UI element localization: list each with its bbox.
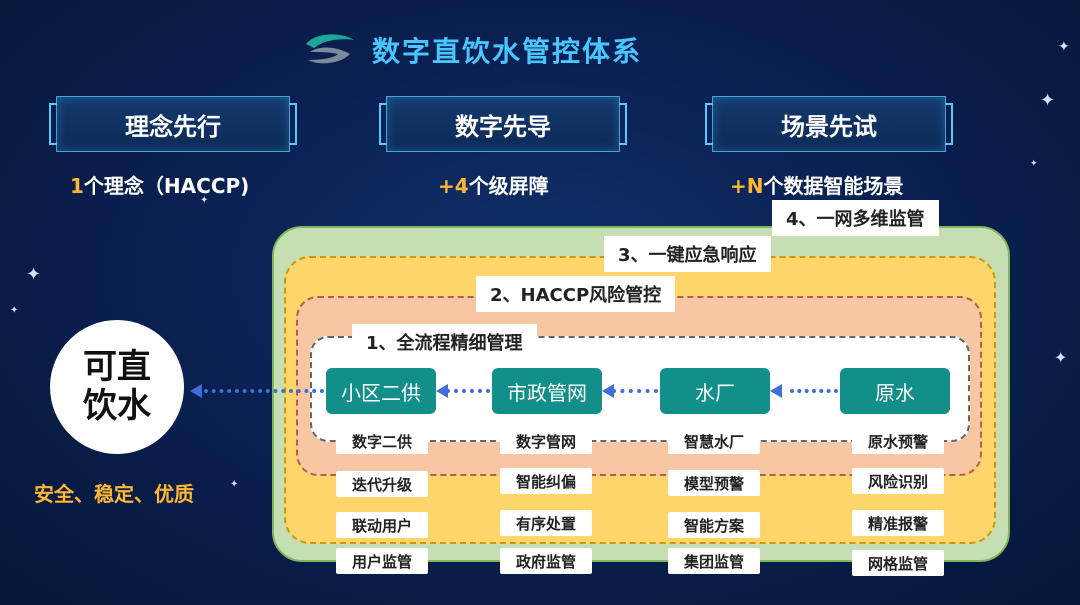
tag-item: 精准报警 [852,510,944,536]
star-icon: ✦ [26,264,42,285]
tag-item: 原水预警 [852,428,944,454]
zone-label-4: 4、一网多维监管 [772,200,939,236]
star-icon: ✦ [10,305,19,316]
tag-item: 网格监管 [852,550,944,576]
tag-item: 政府监管 [500,548,592,574]
star-icon: ✦ [1058,39,1070,55]
arrow-left-icon [190,384,202,398]
circle-line-2: 饮水 [83,386,151,426]
subtitle-text: 个数据智能场景 [763,174,904,198]
tag-item: 智能纠偏 [500,468,592,494]
star-icon: ✦ [1030,159,1038,169]
arrow-left-icon [436,384,448,398]
tag-item: 迭代升级 [336,471,428,497]
arrow-left-icon [602,384,614,398]
flow-arrow [204,389,324,393]
node-water-plant: 水厂 [660,368,770,414]
flow-arrow [790,389,838,393]
subtitle-text: 个级屏障 [468,174,549,198]
tag-item: 模型预警 [668,470,760,496]
circle-line-1: 可直 [83,346,151,387]
panel-digital: 数字先导 [379,96,627,152]
panel-scenario: 场景先试 [705,96,953,152]
panel-scenario-subtitle: +N个数据智能场景 [730,170,904,199]
tag-item: 风险识别 [852,468,944,494]
node-municipal-network: 市政管网 [492,368,602,414]
star-icon: ✦ [1054,348,1068,367]
highlight-number: +N [730,174,764,198]
panel-digital-subtitle: +4个级屏障 [438,170,549,199]
zone-label-1: 1、全流程精细管理 [352,324,537,360]
tag-item: 数字二供 [336,428,428,454]
star-icon: ✦ [200,195,209,206]
highlight-number: +4 [438,174,469,198]
panel-concept: 理念先行 [49,96,297,152]
star-icon: ✦ [230,479,239,490]
page-title: 数字直饮水管控体系 [372,35,643,68]
tag-item: 有序处置 [500,510,592,536]
tag-item: 智慧水厂 [668,428,760,454]
node-community-supply: 小区二供 [326,368,436,414]
flow-arrow [446,389,490,393]
potable-water-circle: 可直 饮水 [50,320,184,454]
subtitle-text: 个理念（HACCP) [83,174,250,198]
quality-text: 安全、稳定、优质 [34,482,194,506]
zone-label-3: 3、一键应急响应 [604,236,771,272]
logo-icon [300,30,360,70]
panel-concept-subtitle: 1个理念（HACCP) [70,170,249,199]
star-icon: ✦ [1040,90,1056,111]
highlight-number: 1 [70,174,84,198]
tag-item: 用户监管 [336,548,428,574]
tag-item: 集团监管 [668,548,760,574]
zone-label-2: 2、HACCP风险管控 [476,276,676,312]
node-raw-water: 原水 [840,368,950,414]
tag-item: 数字管网 [500,428,592,454]
flow-arrow [612,389,658,393]
tag-item: 联动用户 [336,512,428,538]
arrow-left-icon [770,384,782,398]
tag-item: 智能方案 [668,512,760,538]
